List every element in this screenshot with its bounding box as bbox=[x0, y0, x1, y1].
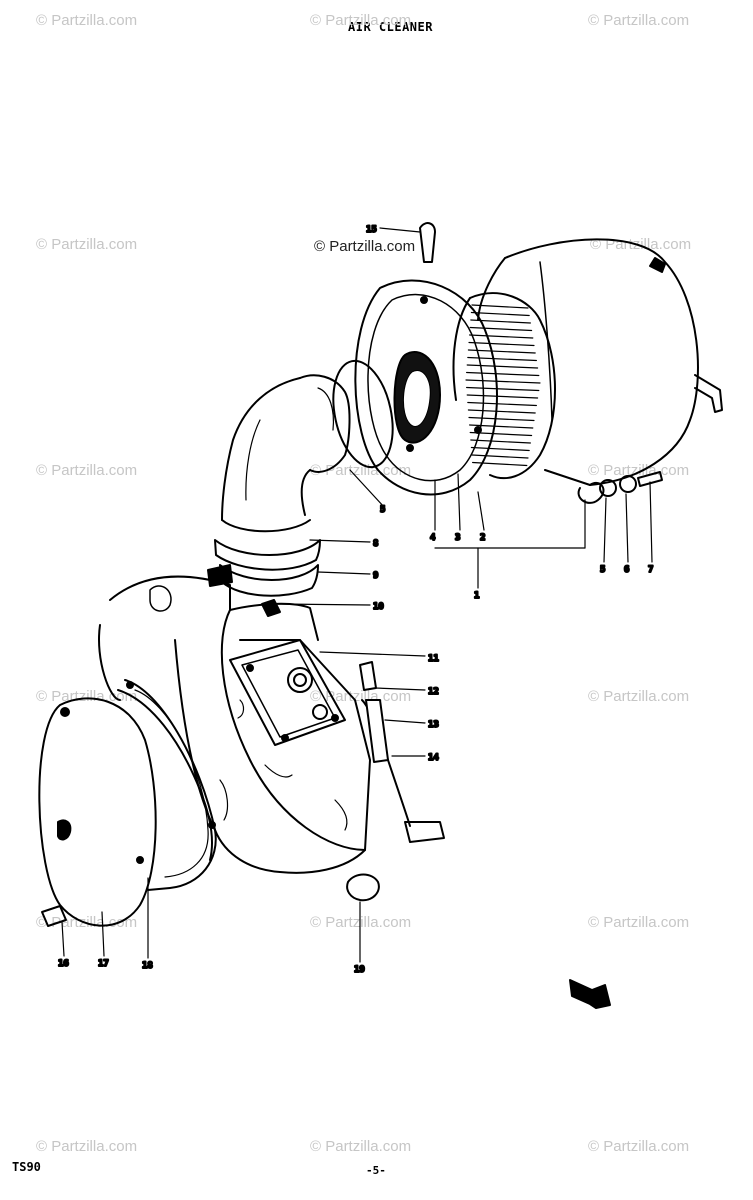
filter-element bbox=[452, 292, 556, 480]
filter-rib bbox=[467, 409, 536, 414]
callout-label: 16 bbox=[58, 959, 69, 969]
plug bbox=[346, 873, 380, 902]
callout-label: 5 bbox=[380, 505, 385, 515]
filter-rib bbox=[470, 311, 530, 317]
callout-label: 18 bbox=[142, 961, 153, 971]
watermark: © Partzilla.com bbox=[314, 238, 416, 255]
hose-joint bbox=[359, 661, 377, 691]
filter-rib bbox=[466, 364, 539, 369]
filter-rib bbox=[466, 386, 540, 392]
clamp-band bbox=[214, 539, 321, 571]
watermark: © Partzilla.com bbox=[588, 1138, 690, 1155]
watermark: © Partzilla.com bbox=[588, 12, 690, 29]
page-number: -5- bbox=[366, 1164, 386, 1177]
filter-rib bbox=[468, 416, 535, 422]
watermark: © Partzilla.com bbox=[588, 462, 690, 479]
bolt bbox=[419, 222, 436, 263]
filter-rib bbox=[469, 424, 534, 429]
callout-label: 9 bbox=[373, 571, 378, 581]
callout-label: 19 bbox=[354, 965, 365, 975]
washer bbox=[619, 475, 637, 493]
watermark: © Partzilla.com bbox=[36, 462, 138, 479]
air-cleaner-case bbox=[477, 238, 723, 504]
callout-label: 1 bbox=[474, 591, 479, 601]
watermark: © Partzilla.com bbox=[310, 12, 412, 29]
filter-rib bbox=[469, 326, 533, 332]
filter-rib bbox=[470, 439, 532, 444]
callout-label: 5 bbox=[600, 565, 605, 575]
filter-rib bbox=[467, 356, 538, 362]
callout-label: 8 bbox=[373, 539, 378, 549]
washer bbox=[599, 479, 617, 497]
cover-plate bbox=[229, 639, 346, 746]
callout-label: 15 bbox=[366, 225, 377, 235]
callout-label: 2 bbox=[480, 533, 485, 543]
filter-rib bbox=[468, 341, 535, 347]
callout-label: 13 bbox=[428, 720, 439, 730]
watermark: © Partzilla.com bbox=[588, 914, 690, 931]
seal-ring bbox=[332, 359, 394, 469]
model-code: TS90 bbox=[12, 1160, 41, 1174]
page-title: AIR CLEANER bbox=[348, 20, 433, 34]
screw bbox=[41, 905, 67, 927]
clamp bbox=[219, 564, 319, 597]
callout-label: 7 bbox=[648, 565, 653, 575]
direction-arrow bbox=[569, 979, 611, 1009]
filter-rib bbox=[465, 379, 541, 384]
callout-label: 4 bbox=[430, 533, 436, 543]
watermark: © Partzilla.com bbox=[588, 688, 690, 705]
breather-tube bbox=[361, 699, 445, 843]
side-cover bbox=[38, 679, 217, 927]
callout-label: 10 bbox=[373, 602, 384, 612]
front-cap bbox=[354, 279, 498, 496]
filter-rib bbox=[469, 334, 534, 339]
filter-rib bbox=[467, 401, 538, 407]
filter-rib bbox=[471, 454, 529, 459]
plug bbox=[261, 599, 281, 617]
filter-rib bbox=[466, 371, 540, 377]
watermark: © Partzilla.com bbox=[36, 236, 138, 253]
filter-rib bbox=[471, 304, 529, 309]
filter-rib bbox=[467, 349, 536, 354]
bolt bbox=[637, 471, 663, 487]
leader-lines bbox=[61, 227, 653, 963]
watermark: © Partzilla.com bbox=[36, 12, 138, 29]
callout-label: 6 bbox=[624, 565, 629, 575]
callout-label: 3 bbox=[455, 533, 460, 543]
callout-label: 17 bbox=[98, 959, 109, 969]
callout-label: 11 bbox=[428, 654, 439, 664]
filter-rib bbox=[466, 394, 539, 399]
callout-label: 14 bbox=[428, 753, 439, 763]
filter-rib bbox=[470, 446, 530, 452]
watermark: © Partzilla.com bbox=[310, 1138, 412, 1155]
callouts: 15 5 8 9 10 11 12 13 14 4 3 2 1 5 6 7 16… bbox=[57, 224, 654, 976]
watermark: © Partzilla.com bbox=[36, 1138, 138, 1155]
callout-label: 12 bbox=[428, 687, 439, 697]
intake-elbow bbox=[221, 374, 351, 533]
